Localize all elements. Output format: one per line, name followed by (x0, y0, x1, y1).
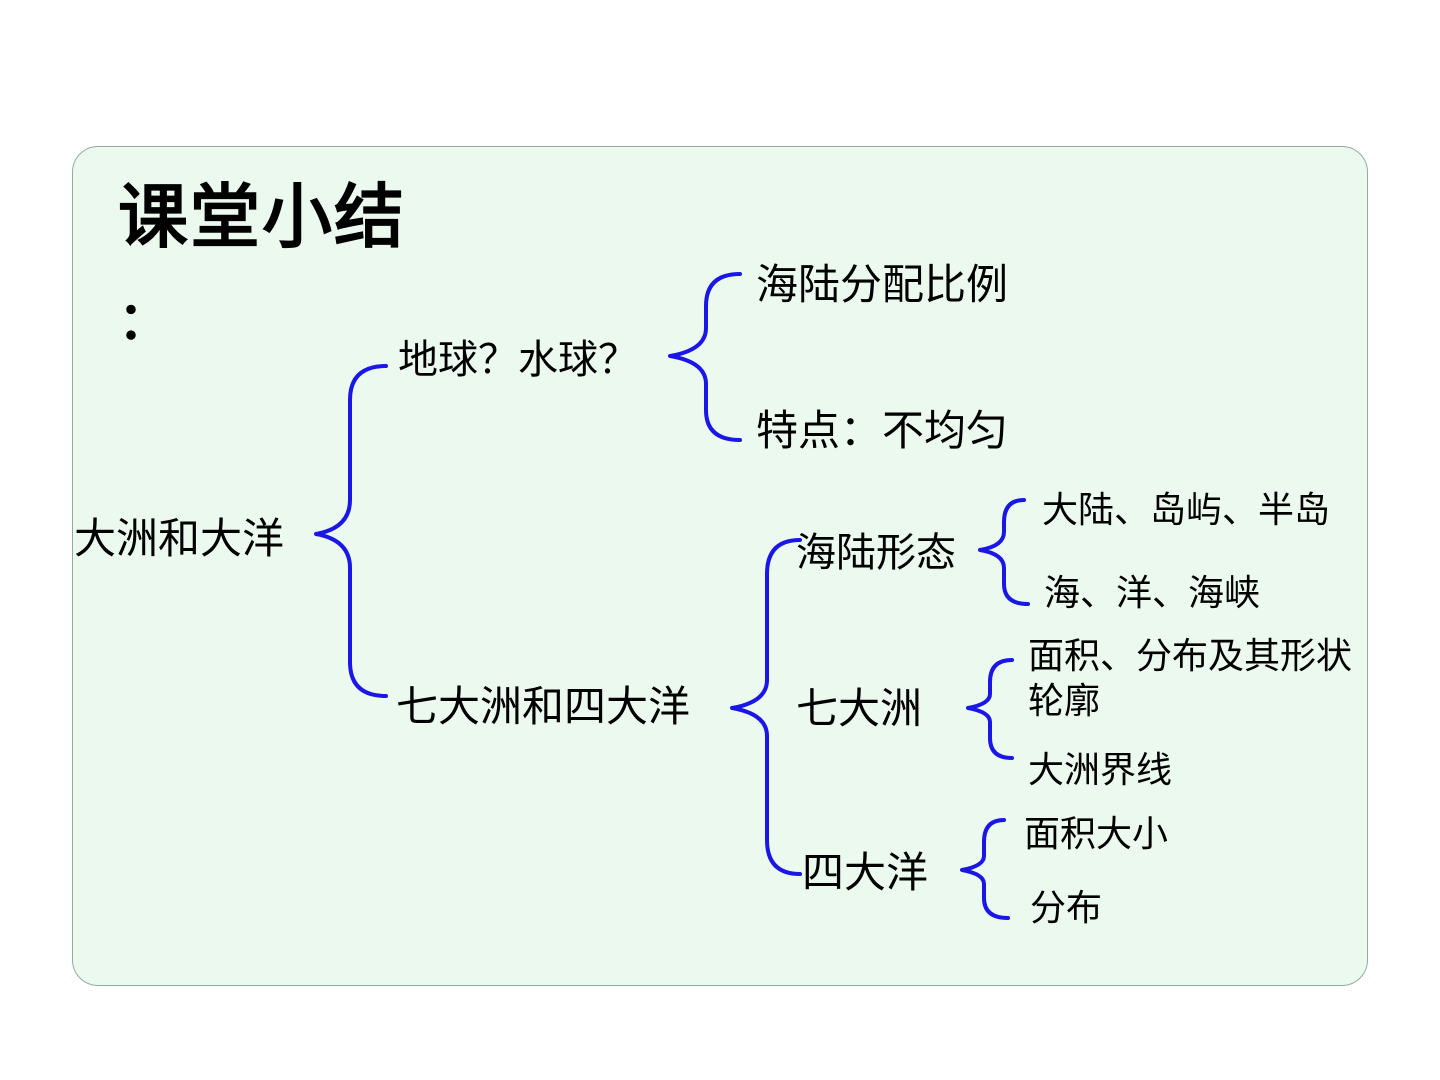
page-title: 课堂小结 (118, 175, 406, 258)
node-feature: 特点：不均匀 (756, 406, 1009, 455)
node-four-oceans: 四大洋 (802, 848, 929, 897)
node-area-size: 面积大小 (1024, 814, 1169, 855)
node-continent-island: 大陆、岛屿、半岛 (1042, 490, 1331, 531)
node-area-distribution-shape: 面积、分布及其形状轮廓 (1028, 636, 1353, 723)
node-seven-four: 七大洲和四大洋 (396, 682, 691, 731)
summary-panel (72, 146, 1368, 986)
node-earth-water: 地球？水球？ (398, 337, 638, 383)
node-land-sea-forms: 海陆形态 (796, 530, 956, 576)
node-distribution: 分布 (1030, 888, 1103, 929)
node-continent-boundary: 大洲界线 (1028, 750, 1173, 791)
title-colon: ： (118, 291, 171, 352)
node-sea-ocean-strait: 海、洋、海峡 (1044, 573, 1261, 614)
node-root: 大洲和大洋 (74, 514, 285, 563)
node-land-sea-ratio: 海陆分配比例 (756, 260, 1009, 309)
node-seven-continents: 七大洲 (796, 684, 923, 733)
